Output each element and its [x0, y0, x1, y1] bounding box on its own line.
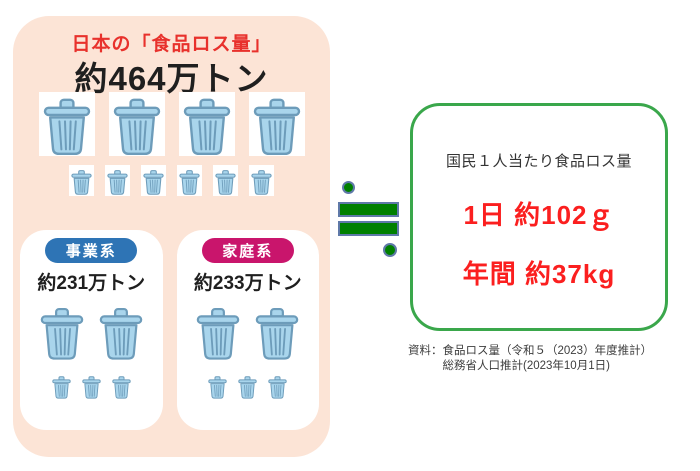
business-card: 事業系 約231万トン: [20, 230, 163, 430]
trash-can-tile: [79, 371, 103, 400]
trash-can-icon: [82, 376, 101, 399]
per-day-value: 1日 約102ｇ: [463, 200, 615, 230]
source-note: 資料： 食品ロス量（令和５（2023）年度推計） 総務省人口推計(2023年10…: [408, 344, 696, 374]
japan-food-loss-panel: 日本の「食品ロス量」 約464万トン 事業系 約231万トン 家庭系 約233万…: [13, 16, 330, 457]
trash-can-icon: [183, 98, 230, 155]
trash-can-icon: [208, 376, 227, 399]
trash-can-icon: [215, 170, 236, 195]
big-cans-row: [13, 90, 330, 156]
trash-can-icon: [179, 170, 200, 195]
household-card: 家庭系 約233万トン: [176, 230, 319, 430]
trash-can-icon: [113, 98, 160, 155]
business-big-cans: [36, 301, 146, 361]
trash-can-icon: [268, 376, 287, 399]
trash-can-tile: [177, 165, 202, 196]
trash-can-tile: [236, 371, 260, 400]
trash-can-tile: [141, 165, 166, 196]
trash-can-tile: [36, 301, 87, 361]
business-amount: 約231万トン: [37, 273, 146, 294]
trash-can-tile: [38, 92, 95, 156]
approx-equals-bar-bottom: [338, 221, 399, 236]
source-label: 資料：: [408, 345, 443, 357]
trash-can-tile: [69, 165, 94, 196]
household-big-cans: [193, 301, 303, 361]
trash-can-tile: [178, 92, 235, 156]
source-line-1: 食品ロス量（令和５（2023）年度推計）: [442, 345, 653, 357]
trash-can-icon: [255, 307, 299, 360]
household-badge: 家庭系: [201, 238, 294, 263]
per-person-box: 国民１人当たり食品ロス量 1日 約102ｇ 年間 約37kg: [410, 103, 668, 331]
trash-can-icon: [251, 170, 272, 195]
trash-can-icon: [71, 170, 92, 195]
trash-can-tile: [252, 301, 303, 361]
trash-can-icon: [52, 376, 71, 399]
trash-can-icon: [99, 307, 143, 360]
trash-can-tile: [266, 371, 290, 400]
trash-can-icon: [253, 98, 300, 155]
trash-can-tile: [95, 301, 146, 361]
trash-can-tile: [193, 301, 244, 361]
trash-can-tile: [248, 92, 305, 156]
trash-can-icon: [43, 98, 90, 155]
business-small-cans: [49, 371, 133, 400]
per-person-title: 国民１人当たり食品ロス量: [445, 153, 632, 170]
trash-can-tile: [108, 92, 165, 156]
household-amount: 約233万トン: [193, 273, 302, 294]
per-year-value: 年間 約37kg: [462, 259, 616, 289]
approx-equals-dot-bottom: [383, 243, 397, 257]
trash-can-tile: [206, 371, 230, 400]
approx-equals-bar-top: [338, 202, 399, 217]
trash-can-tile: [49, 371, 73, 400]
trash-can-icon: [112, 376, 131, 399]
total-amount: 約464万トン: [74, 60, 269, 97]
trash-can-icon: [196, 307, 240, 360]
category-cards-row: 事業系 約231万トン 家庭系 約233万トン: [20, 230, 319, 430]
trash-can-icon: [143, 170, 164, 195]
source-line-2: 総務省人口推計(2023年10月1日): [442, 359, 610, 372]
panel-title: 日本の「食品ロス量」: [71, 34, 272, 55]
household-small-cans: [206, 371, 290, 400]
trash-can-icon: [107, 170, 128, 195]
trash-can-tile: [213, 165, 238, 196]
trash-can-tile: [109, 371, 133, 400]
small-cans-row: [13, 162, 330, 196]
trash-can-tile: [105, 165, 130, 196]
business-badge: 事業系: [45, 238, 138, 263]
trash-can-icon: [238, 376, 257, 399]
approx-equals-dot-top: [342, 181, 355, 194]
trash-can-tile: [249, 165, 274, 196]
trash-can-icon: [40, 307, 84, 360]
